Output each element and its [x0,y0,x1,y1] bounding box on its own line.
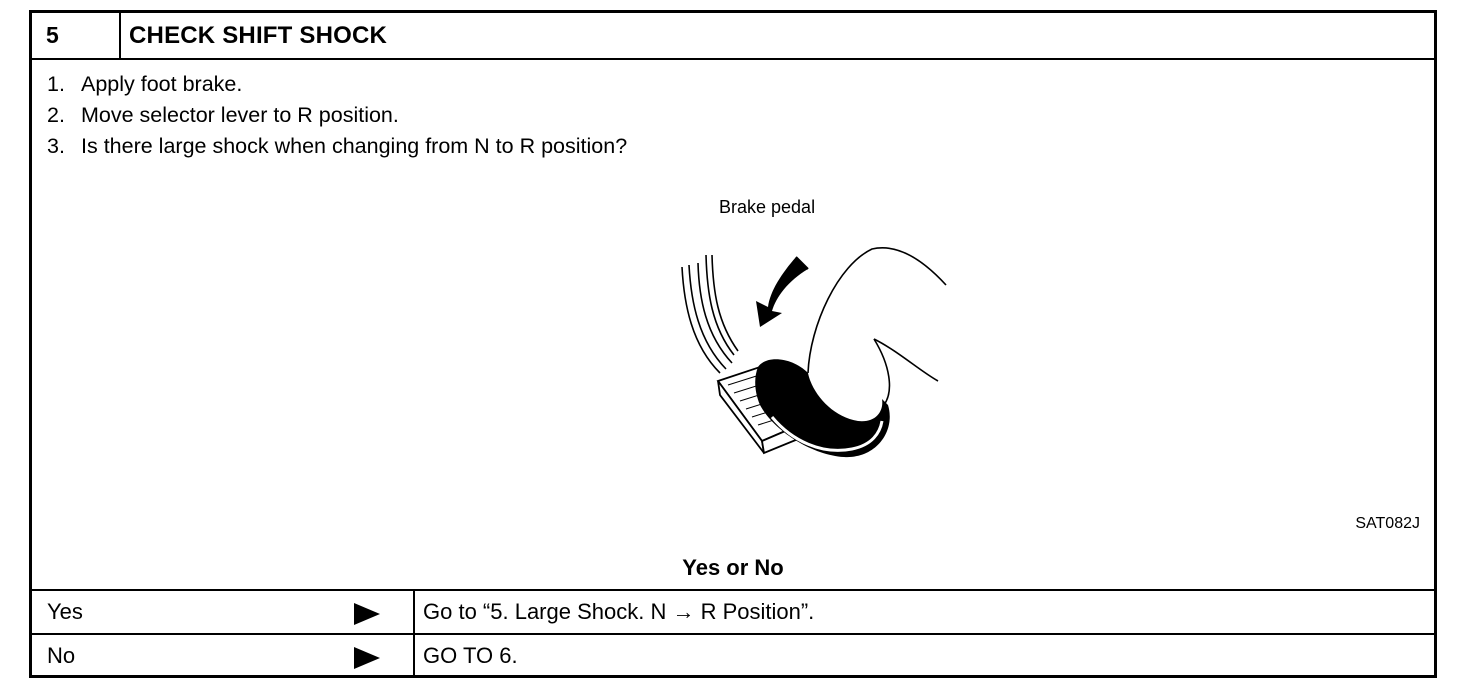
step-number: 5 [32,13,121,58]
answer-action[interactable]: GO TO 6. [423,643,518,668]
instruction-number: 1. [47,72,65,96]
answer-label: Yes [47,599,83,624]
arrow-right-icon [354,647,380,669]
answer-row-no: No GO TO 6. [32,633,1434,675]
instruction-item: 3. Is there large shock when changing fro… [47,131,627,162]
instruction-text: Is there large shock when changing from … [81,134,628,158]
press-direction-arrow [756,257,808,327]
diagnostic-step-frame: 5 CHECK SHIFT SHOCK 1. Apply foot brake. … [29,10,1437,678]
answer-action[interactable]: Go to “5. Large Shock. N → R Position”. [423,599,815,624]
step-title: CHECK SHIFT SHOCK [129,22,388,49]
pedal-arm [681,254,739,374]
answer-row-yes: Yes Go to “5. Large Shock. N → R Positio… [32,589,1434,633]
instruction-number: 3. [47,134,65,158]
answer-label: No [47,643,76,668]
instruction-item: 1. Apply foot brake. [47,69,627,100]
brake-pedal-illustration-icon [681,247,947,458]
figure-code: SAT082J [1355,515,1420,532]
question-label: Yes or No [682,555,784,580]
column-divider [413,589,415,633]
instruction-item: 2. Move selector lever to R position. [47,100,627,131]
figure-label: Brake pedal [719,197,816,217]
column-divider [413,633,415,675]
leg-outline [807,247,947,406]
arrow-right-icon [354,603,380,625]
instruction-text: Move selector lever to R position. [81,103,399,127]
instruction-number: 2. [47,103,65,127]
instruction-text: Apply foot brake. [81,72,243,96]
instruction-list: 1. Apply foot brake. 2. Move selector leve… [47,69,627,162]
step-header: 5 CHECK SHIFT SHOCK [32,13,1434,60]
